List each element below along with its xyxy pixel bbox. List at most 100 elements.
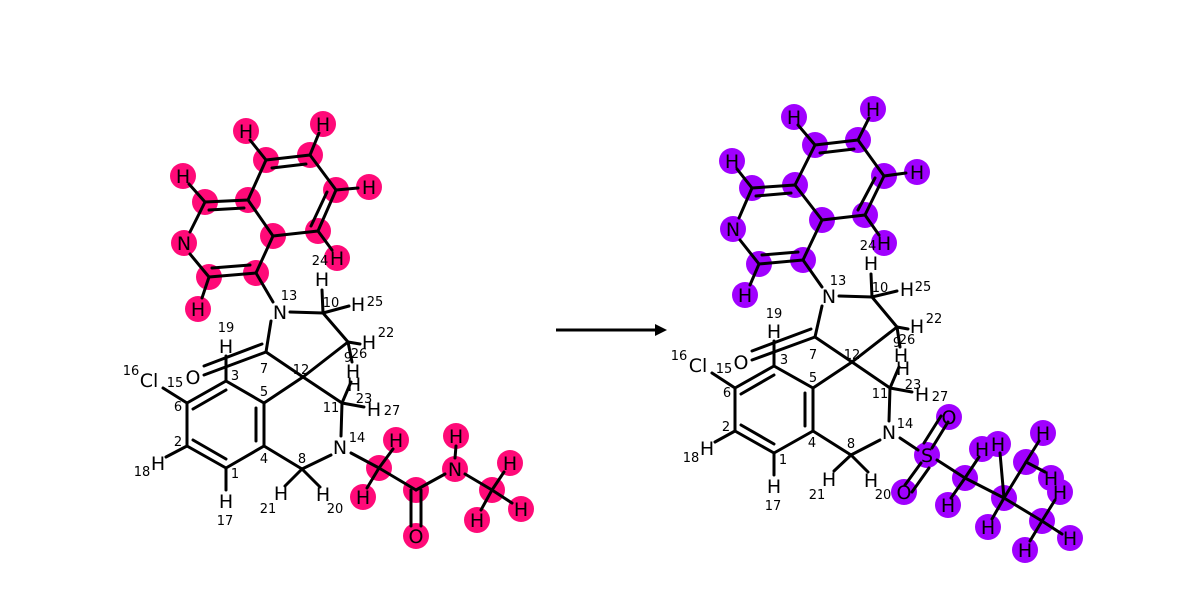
bond — [188, 252, 211, 279]
bond — [1002, 460, 1028, 500]
reactant-atom-index: 8 — [298, 452, 306, 467]
product-highlight-atom — [891, 479, 917, 505]
bond — [772, 429, 815, 455]
product-atom-index: 3 — [780, 353, 788, 368]
bond — [203, 198, 250, 204]
reactant-highlight-atom — [310, 111, 336, 137]
bond — [207, 206, 246, 212]
product-atom-label: H — [700, 438, 714, 460]
bond — [339, 401, 344, 438]
product-atom-index: 4 — [808, 436, 816, 451]
product-atom-index: 22 — [926, 312, 943, 327]
reactant-atom-index: 25 — [367, 295, 384, 310]
product-atom-label: H — [910, 162, 924, 184]
bond — [1040, 519, 1064, 536]
bond — [856, 116, 871, 142]
bond — [713, 429, 737, 444]
bond — [300, 453, 333, 471]
bond — [262, 444, 304, 471]
product-highlight-atom — [719, 148, 745, 174]
bond — [710, 371, 737, 390]
product-atom-label: H — [1036, 423, 1050, 445]
bond — [264, 153, 312, 162]
reactant-atom-label: N — [177, 233, 191, 255]
reactant-atom-index: 5 — [260, 385, 268, 400]
bond — [200, 275, 211, 300]
reactant-atom-label: H — [362, 332, 376, 354]
product-highlight-atom — [935, 492, 961, 518]
bond — [246, 198, 275, 238]
product-atom-index: 11 — [872, 387, 889, 402]
bond — [224, 444, 266, 470]
product-atom-label: H — [915, 384, 929, 406]
bond — [750, 335, 817, 362]
reactant-atom-label: H — [362, 177, 376, 199]
product-atom-label: H — [896, 358, 910, 380]
product-atom-label: N — [882, 422, 896, 444]
reactant-atom-index: 21 — [260, 502, 277, 517]
reactant-atom-label: H — [449, 426, 463, 448]
bond — [850, 325, 899, 364]
product-atom-index: 19 — [766, 307, 783, 322]
bond — [922, 414, 943, 445]
bond — [750, 183, 797, 190]
bond — [301, 375, 344, 405]
bond — [210, 263, 252, 270]
reactant-atom-index: 13 — [281, 289, 298, 304]
product-atom-label: Cl — [689, 355, 708, 377]
reactant-atom-index: 1 — [231, 467, 239, 482]
bond — [757, 258, 805, 266]
reactant-atom-index: 6 — [174, 400, 182, 415]
bond — [882, 171, 908, 178]
product-highlight-atom — [1012, 537, 1038, 563]
product-bonds — [710, 116, 1064, 543]
bond — [264, 350, 305, 379]
bond — [365, 466, 381, 490]
bond — [863, 174, 886, 217]
reactant-highlight-atom — [383, 427, 409, 453]
product-atom-index: 23 — [905, 378, 922, 393]
bond — [949, 476, 967, 500]
reactant-atom-label: H — [151, 453, 165, 475]
product-atom-index: 5 — [809, 371, 817, 386]
reactant-atom-label: H — [514, 499, 528, 521]
reactant-atom-label: H — [315, 269, 329, 291]
bond — [309, 190, 329, 228]
product-atom-label: H — [941, 495, 955, 517]
bond — [262, 375, 305, 405]
bond — [772, 364, 815, 390]
bond — [321, 304, 351, 315]
product-highlight-atom — [720, 216, 746, 242]
product-highlight-atom — [1057, 525, 1083, 551]
bond — [856, 138, 886, 178]
product-highlight-atom — [860, 96, 886, 122]
bond — [733, 429, 776, 455]
reactant-atom-label: H — [274, 483, 288, 505]
reactant-highlight-atom — [170, 163, 196, 189]
reactant-atom-label: H — [356, 487, 370, 509]
bond — [248, 138, 268, 162]
product-atom-index: 17 — [765, 499, 782, 514]
product-atom-label: H — [866, 99, 880, 121]
reactant-atom-label: H — [346, 361, 360, 383]
bond — [349, 451, 381, 470]
bond — [870, 295, 899, 329]
bond — [188, 200, 207, 234]
product-atom-label: O — [942, 407, 957, 429]
reactant-atom-index: 19 — [218, 321, 235, 336]
bond — [895, 325, 910, 331]
product-atom-index: 16 — [671, 349, 688, 364]
reactant-atom-label: O — [186, 367, 201, 389]
bond — [377, 466, 418, 492]
product-atom-index: 15 — [716, 362, 733, 377]
bond — [811, 360, 854, 390]
product-atom-label: H — [910, 316, 924, 338]
bond — [321, 311, 350, 344]
bond — [346, 340, 362, 346]
reactant-atom-label: H — [239, 121, 253, 143]
reactant-atom-index: 18 — [134, 465, 151, 480]
product-highlight-atom — [781, 104, 807, 130]
reactant-atom-index: 17 — [217, 514, 234, 529]
reactant-highlight-atom — [442, 456, 468, 482]
product-atom-index: 20 — [875, 488, 892, 503]
